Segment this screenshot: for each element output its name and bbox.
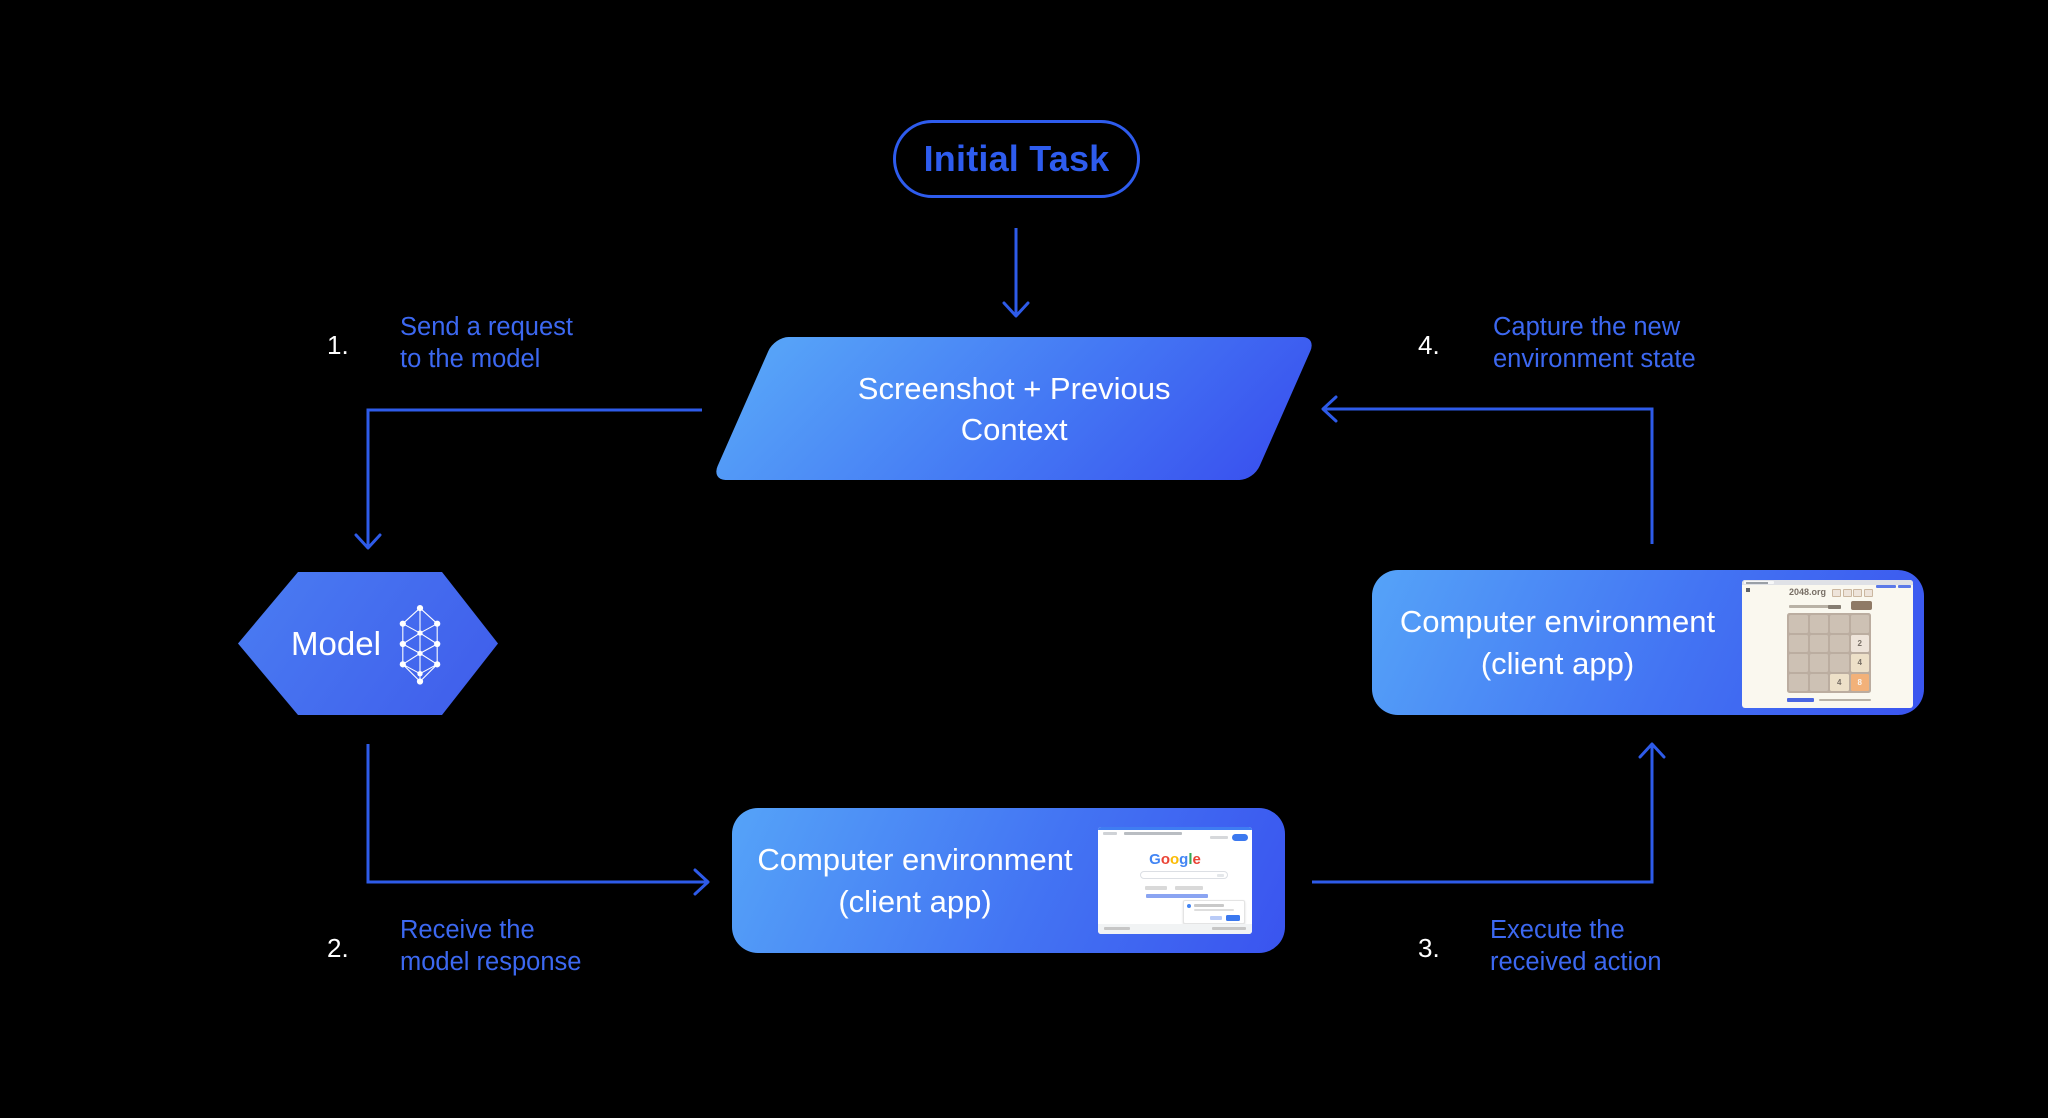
footer-links-right [1212,927,1246,930]
intro-text-bold [1828,604,1841,609]
google-homepage-screenshot: Google [1098,827,1252,934]
env-right-label: Computer environment (client app) [1399,603,1716,681]
browser-tab-strip [1742,580,1913,585]
intro-text [1789,605,1841,608]
dialog-primary-button [1226,915,1240,921]
step-1-label: Send a request to the model [400,313,573,373]
step-2-label: Receive the model response [400,916,582,976]
dialog-text-line [1194,904,1224,907]
browser-tab [1124,832,1182,835]
initial-task-label: Initial Task [923,138,1110,179]
score-box [1842,589,1852,597]
tile-4: 4 [1830,673,1849,691]
node-screenshot-context: Screenshot + Previous Context [711,337,1317,480]
tile-4: 4 [1850,654,1869,672]
search-box [1140,871,1228,879]
browser-top-strip [1098,827,1252,830]
sign-in-button [1232,834,1248,841]
score-box [1863,589,1873,597]
site-title: 2048.org [1789,587,1827,597]
arrow-screenshot-to-model [354,408,702,550]
google-search-button [1145,886,1167,890]
arrow-env-bottom-to-env-right [1312,742,1666,884]
footer-links-left [1104,927,1130,930]
empty-cell [1850,615,1869,633]
node-initial-task: Initial Task [893,120,1140,198]
header-links [1876,585,1911,588]
score-box [1832,589,1841,597]
neural-network-icon [395,600,445,688]
node-computer-environment-bottom: Computer environment (client app) Google [732,808,1285,953]
mic-icon [1217,874,1224,877]
env-bottom-label: Computer environment (client app) [757,841,1073,919]
feeling-lucky-button [1175,886,1203,890]
game-grid: 2 4 4 8 [1787,613,1871,693]
empty-cell [1809,615,1828,633]
empty-cell [1830,615,1849,633]
arrow-initialtask-to-screenshot [1002,228,1030,318]
empty-cell [1789,654,1808,672]
score-box [1853,589,1862,597]
screenshot-context-label: Screenshot + Previous Context [857,370,1171,447]
sign-in-dialog [1183,900,1245,924]
empty-cell [1789,634,1808,652]
empty-cell [1830,654,1849,672]
2048-game-screenshot: 2048.org 2 [1742,580,1913,708]
step-3-number: 3. [1418,933,1440,963]
step-3-label: Execute the received action [1490,916,1662,976]
tab-title [1746,582,1768,584]
header-link [1876,585,1896,588]
tile-8: 8 [1850,673,1869,691]
empty-cell [1789,615,1808,633]
empty-cell [1789,673,1808,691]
step-1-number: 1. [327,330,349,360]
close-icon [1746,588,1750,592]
page-footer [1098,924,1252,934]
dialog-secondary-button [1210,916,1222,920]
google-logo: Google [1149,851,1201,868]
empty-cell [1809,634,1828,652]
tile-2: 2 [1850,634,1869,652]
step-4-label: Capture the new environment state [1493,313,1696,373]
step-2-number: 2. [327,933,349,963]
empty-cell [1809,673,1828,691]
step-4-number: 4. [1418,330,1440,360]
browser-nav-icons [1210,836,1228,839]
arrow-env-right-to-screenshot [1321,395,1654,544]
new-game-button [1851,601,1872,610]
model-label: Model [291,624,381,662]
score-boxes [1832,589,1873,597]
arrow-model-to-env-bottom [366,744,710,896]
empty-cell [1809,654,1828,672]
how-to-play-link [1787,698,1814,702]
dialog-text-line [1194,909,1234,911]
empty-cell [1830,634,1849,652]
google-g-icon [1187,904,1191,908]
header-link [1898,585,1911,588]
node-computer-environment-right: Computer environment (client app) 2048.o… [1372,570,1924,715]
window-controls [1103,832,1117,835]
promo-link [1146,894,1208,898]
footer-text [1819,698,1871,701]
node-model: Model [238,572,498,715]
